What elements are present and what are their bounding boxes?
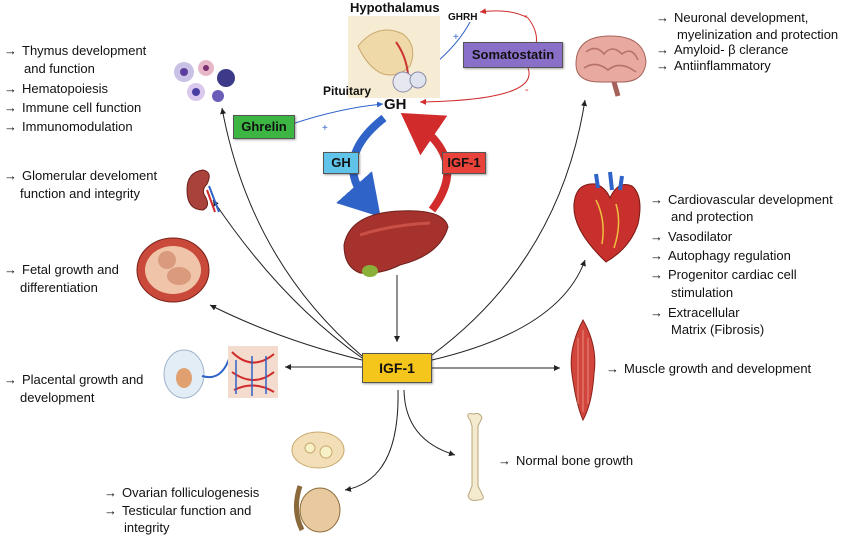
immune-effect-2: →Hematopoiesis — [4, 81, 108, 96]
gonad-effect-2-cont: integrity — [124, 520, 170, 535]
gh-label: GH — [384, 96, 407, 113]
pituitary-label: Pituitary — [323, 84, 372, 98]
plus-sign-ghrelin: + — [322, 123, 328, 134]
muscle-illustration — [570, 318, 596, 422]
bone-effect: →Normal bone growth — [498, 453, 634, 468]
immune-effect-3: →Immune cell function — [4, 100, 142, 115]
arrow-icon: → — [4, 43, 17, 58]
kidney-illustration — [186, 169, 220, 213]
muscle-effect: →Muscle growth and development — [606, 361, 812, 376]
gh-arrow-badge: GH — [323, 152, 359, 174]
arrow-icon: → — [104, 485, 117, 500]
arrow-icon: → — [650, 192, 663, 207]
immune-effect-1-cont: and function — [24, 61, 95, 76]
heart-effect-5: →Extracellular — [650, 305, 740, 320]
line-to-brain — [431, 99, 588, 356]
hypothalamus-pituitary-illustration — [348, 16, 440, 98]
brain-effect-2: →Amyloid- β clerance — [656, 42, 789, 57]
gonads-illustration — [291, 431, 345, 533]
heart-effect-4: →Progenitor cardiac cell — [650, 267, 797, 282]
heart-effect-1-cont: and protection — [671, 209, 754, 224]
heart-effect-5-cont: Matrix (Fibrosis) — [671, 322, 765, 337]
gonad-effect-2: →Testicular function and — [104, 503, 252, 518]
gonad-effect-1: →Ovarian folliculogenesis — [104, 485, 260, 500]
arrow-icon: → — [650, 229, 663, 244]
minus-sign-bottom: - — [525, 84, 529, 96]
kidney-effect: →Glomerular develoment — [4, 168, 158, 183]
fetal-effect-cont: differentiation — [20, 280, 98, 295]
heart-illustration — [573, 171, 641, 263]
placenta-illustration — [163, 346, 278, 399]
arrow-icon: → — [606, 361, 619, 376]
ghrelin-badge: Ghrelin — [233, 115, 295, 139]
liver-illustration — [343, 210, 449, 277]
hypothalamus-label: Hypothalamus — [350, 0, 440, 15]
arrow-icon: → — [4, 100, 17, 115]
line-to-kidney — [212, 199, 363, 359]
immune-effect-4: →Immunomodulation — [4, 119, 133, 134]
heart-effect-1: →Cardiovascular development — [650, 192, 833, 207]
arrow-icon: → — [4, 81, 17, 96]
arrow-icon: → — [4, 119, 17, 134]
arrow-icon: → — [4, 372, 17, 387]
immune-effect-1: →Thymus development — [4, 43, 147, 58]
heart-effect-2: →Vasodilator — [650, 229, 733, 244]
ghrelin-to-gh-line — [291, 101, 384, 125]
kidney-effect-cont: function and integrity — [20, 186, 140, 201]
arrow-icon: → — [4, 168, 17, 183]
ghrh-feedback-line — [479, 8, 529, 19]
arrow-icon: → — [656, 10, 669, 25]
placenta-effect: →Placental growth and — [4, 372, 144, 387]
arrow-icon: → — [498, 453, 511, 468]
igf1-arrow-badge: IGF-1 — [442, 152, 486, 174]
plus-sign-ghrh: + — [453, 32, 459, 43]
line-to-heart — [431, 259, 586, 361]
line-to-gonads — [344, 389, 399, 492]
somatostatin-badge: Somatostatin — [463, 42, 563, 68]
fetus-illustration — [136, 237, 210, 303]
brain-effect-1-cont: myelinization and protection — [677, 27, 839, 42]
arrow-icon: → — [650, 267, 663, 282]
bone-illustration — [467, 413, 484, 501]
brain-effect-3: →Antiinflammatory — [656, 58, 771, 73]
heart-effect-4-cont: stimulation — [671, 285, 734, 300]
arrow-icon: → — [4, 262, 17, 277]
fetal-effect: →Fetal growth and — [4, 262, 119, 277]
arrow-icon: → — [650, 305, 663, 320]
arrow-icon: → — [656, 58, 669, 73]
line-to-bone — [403, 389, 456, 457]
brain-effect-1: →Neuronal development, — [656, 10, 809, 25]
arrow-icon: → — [104, 503, 117, 518]
immune-cells-illustration — [174, 60, 235, 102]
arrow-icon: → — [650, 248, 663, 263]
igf1-hub-badge: IGF-1 — [362, 353, 432, 383]
placenta-effect-cont: development — [20, 390, 95, 405]
ghrh-label: GHRH — [448, 12, 478, 23]
minus-sign-top: - — [524, 10, 528, 22]
brain-illustration — [575, 35, 647, 97]
line-to-fetus — [209, 304, 363, 361]
line-to-immune — [220, 107, 363, 357]
heart-effect-3: →Autophagy regulation — [650, 248, 791, 263]
gh-feedback-line — [419, 67, 530, 105]
arrow-icon: → — [656, 42, 669, 57]
